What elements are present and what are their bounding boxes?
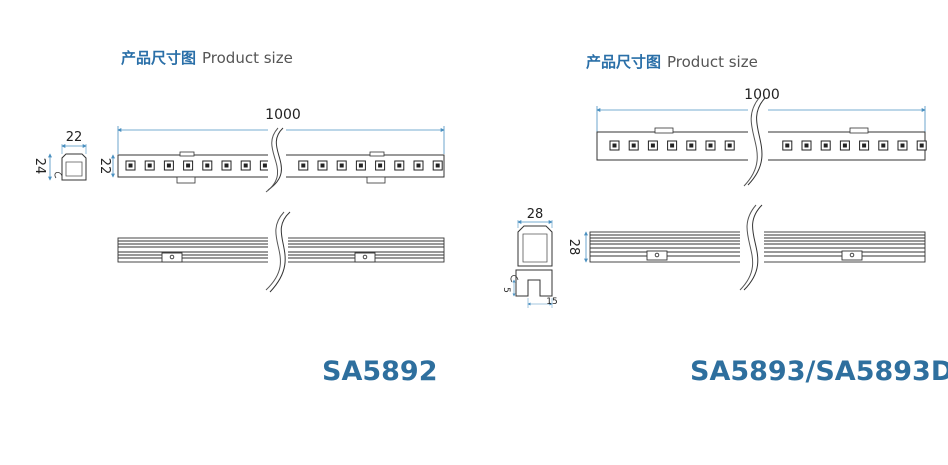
left-height-label: 24 bbox=[32, 158, 47, 175]
left-led-chip bbox=[147, 163, 152, 168]
right-model-name: SA5893/SA5893D bbox=[690, 356, 948, 387]
right-led-chip bbox=[670, 143, 675, 148]
right-led-chip bbox=[804, 143, 809, 148]
right-led-chip bbox=[650, 143, 655, 148]
right-profile-section bbox=[517, 220, 553, 267]
left-led-chip bbox=[205, 163, 210, 168]
right-led-chip bbox=[842, 143, 847, 148]
right-heading-en: Product size bbox=[667, 53, 758, 71]
left-led-chip bbox=[166, 163, 171, 168]
right-led-chip bbox=[900, 143, 905, 148]
left-heading: 产品尺寸图 Product size bbox=[121, 47, 293, 68]
right-led-chip bbox=[727, 143, 732, 148]
right-clip-width-label: 15 bbox=[546, 297, 557, 307]
left-led-chip bbox=[339, 163, 344, 168]
left-length-label: 1000 bbox=[265, 107, 301, 123]
right-heading: 产品尺寸图 Product size bbox=[586, 51, 758, 72]
left-led-chip bbox=[224, 163, 229, 168]
left-led-chip bbox=[358, 163, 363, 168]
right-led-chip bbox=[708, 143, 713, 148]
left-led-chip bbox=[186, 163, 191, 168]
right-heading-cn: 产品尺寸图 bbox=[586, 53, 662, 71]
left-led-chip bbox=[416, 163, 421, 168]
right-led-chip bbox=[612, 143, 617, 148]
left-heading-en: Product size bbox=[202, 49, 293, 67]
left-profile-section bbox=[48, 144, 87, 181]
right-height-label: 28 bbox=[566, 239, 581, 256]
right-led-chip bbox=[785, 143, 790, 148]
right-drawing: 1000 28 bbox=[501, 87, 927, 308]
left-model-name: SA5892 bbox=[322, 356, 438, 387]
left-led-chip bbox=[262, 163, 267, 168]
right-led-chip bbox=[919, 143, 924, 148]
left-led-chip bbox=[397, 163, 402, 168]
right-width-label: 28 bbox=[527, 207, 544, 222]
left-break-lines bbox=[265, 127, 291, 293]
left-width-label: 22 bbox=[66, 130, 83, 145]
right-led-chip bbox=[823, 143, 828, 148]
right-led-chip bbox=[881, 143, 886, 148]
right-clip-detail bbox=[510, 269, 553, 308]
right-clip-small-label: 5 bbox=[501, 287, 511, 293]
left-led-chip bbox=[320, 163, 325, 168]
right-break-lines bbox=[739, 97, 768, 291]
left-heading-cn: 产品尺寸图 bbox=[121, 49, 197, 67]
left-led-chip bbox=[243, 163, 248, 168]
left-led-chip bbox=[435, 163, 440, 168]
left-front-height-label: 22 bbox=[97, 158, 112, 175]
right-led-chip bbox=[631, 143, 636, 148]
right-length-label: 1000 bbox=[744, 87, 780, 103]
right-led-chip bbox=[689, 143, 694, 148]
right-led-chip bbox=[862, 143, 867, 148]
left-led-chip bbox=[378, 163, 383, 168]
left-led-chip bbox=[128, 163, 133, 168]
left-led-chip bbox=[301, 163, 306, 168]
left-drawing: 1000 22 bbox=[32, 107, 445, 293]
